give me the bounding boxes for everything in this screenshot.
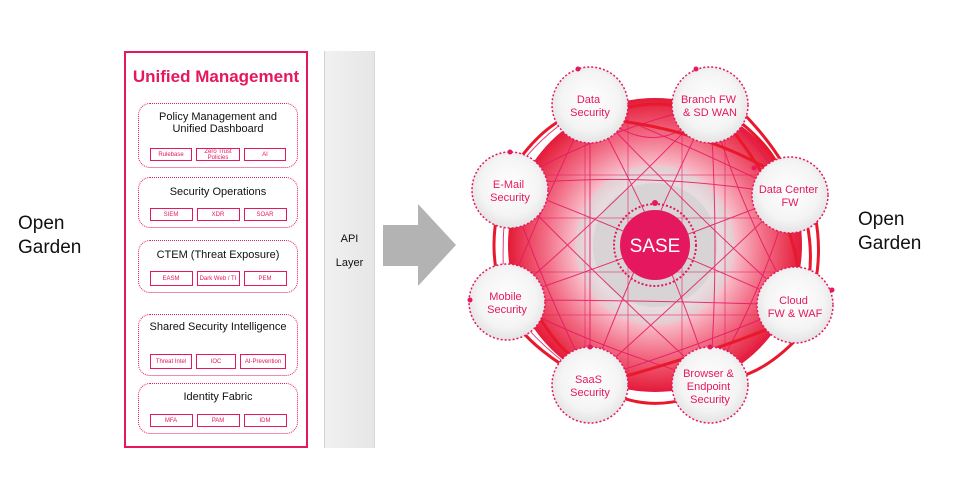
tag-row: Rulebase Zero Trust Policies AI (139, 148, 297, 161)
tag-row: SIEM XDR SOAR (139, 208, 297, 221)
section-title: Security Operations (169, 186, 267, 198)
tag-zero-trust-policies: Zero Trust Policies (196, 148, 240, 161)
security-operations-section: Security Operations SIEM XDR SOAR (138, 177, 298, 228)
node-accent-dots (467, 66, 835, 350)
identity-fabric-section: Identity Fabric MFA PAM IDM (138, 383, 298, 434)
sase-center (620, 210, 690, 280)
tag-row: MFA PAM IDM (139, 414, 297, 427)
open-garden-left-line2: Garden (18, 237, 82, 258)
node-label-line: FW (781, 197, 799, 209)
sase-center-dot (652, 200, 658, 206)
node-email-security: E-Mail Security (471, 151, 549, 229)
tag-rulebase: Rulebase (150, 148, 192, 161)
svg-text:SaaS Security: SaaS Security (570, 374, 610, 399)
node-label-line: Security (570, 387, 610, 399)
node-label-line: Browser & (683, 368, 734, 380)
tag-dark-web-ti: Dark Web / TI (196, 271, 240, 286)
svg-text:Mobile Security: Mobile Security (487, 291, 527, 316)
open-garden-left-line1: Open (18, 213, 65, 234)
tag-pem: PEM (243, 271, 287, 286)
tag-ai: AI (244, 148, 286, 161)
open-garden-left-label: Open Garden (18, 212, 81, 260)
node-data-security: Data Security (551, 66, 629, 144)
tag-easm: EASM (149, 271, 193, 286)
tag-xdr: XDR (196, 208, 240, 221)
api-layer-bar: API Layer (324, 51, 375, 448)
shared-security-intelligence-section: Shared Security Intelligence Threat Inte… (138, 314, 298, 376)
svg-text:Browser & Endpoint: Browser & Endpoint Security (683, 368, 737, 406)
tag-row: EASM Dark Web / TI PEM (139, 271, 297, 286)
node-mobile-security: Mobile Security (468, 263, 546, 341)
open-garden-right-line2: Garden (858, 233, 922, 254)
node-label-line: Data Center (759, 184, 819, 196)
node-label-line: Security (690, 394, 730, 406)
sase-center-label: SASE (630, 236, 681, 257)
tag-siem: SIEM (149, 208, 193, 221)
tag-pam: PAM (196, 414, 240, 427)
section-title: Policy Management and Unified Dashboard (158, 111, 277, 135)
node-label-line: Branch FW (681, 94, 737, 106)
api-layer-line1: API (340, 233, 359, 245)
policy-management-section: Policy Management and Unified Dashboard … (138, 103, 298, 168)
svg-text:Cloud FW & WAF: Cloud FW & WAF (768, 295, 823, 320)
arrow-right-icon (383, 204, 456, 286)
node-data-center-fw: Data Center FW (751, 156, 829, 234)
node-label-line: Endpoint (687, 381, 730, 393)
section-title: CTEM (Threat Exposure) (156, 249, 280, 261)
node-label-line: Cloud (779, 295, 808, 307)
svg-text:E-Mail Security: E-Mail Security (490, 179, 530, 204)
node-label-line: Security (570, 107, 610, 119)
tag-soar: SOAR (243, 208, 287, 221)
node-label-line: Mobile (489, 291, 521, 303)
node-label-line: SaaS (575, 374, 602, 386)
open-garden-right-label: Open Garden (858, 208, 921, 256)
tag-mfa: MFA (149, 414, 193, 427)
node-cloud-fw-waf: Cloud FW & WAF (756, 266, 834, 344)
svg-text:Data Security: Data Security (570, 94, 610, 119)
section-title: Identity Fabric (183, 391, 253, 403)
node-label-line: Security (490, 192, 530, 204)
ctem-section: CTEM (Threat Exposure) EASM Dark Web / T… (138, 240, 298, 293)
unified-management-title: Unified Management (132, 67, 300, 86)
tag-ai-prevention: AI-Prevention (240, 354, 286, 369)
node-label-line: Security (487, 304, 527, 316)
tag-threat-intel: Threat Intel (150, 354, 192, 369)
unified-management-panel: Unified Management Policy Management and… (124, 51, 308, 448)
node-label-line: & SD WAN (683, 107, 737, 119)
open-garden-right-line1: Open (858, 209, 905, 230)
svg-text:Branch FW & SD WAN: Branch FW & SD WAN (681, 94, 739, 119)
node-saas-security: SaaS Security (551, 346, 629, 424)
node-label-line: FW & WAF (768, 308, 823, 320)
tag-idm: IDM (243, 414, 287, 427)
node-label-line: Data (577, 94, 601, 106)
api-layer-line2: Layer (335, 257, 364, 269)
section-title: Shared Security Intelligence (149, 321, 287, 333)
tag-ioc: IOC (196, 354, 236, 369)
node-browser-endpoint: Browser & Endpoint Security (671, 346, 749, 424)
node-branch-fw: Branch FW & SD WAN (671, 66, 749, 144)
node-label-line: E-Mail (493, 179, 524, 191)
tag-row: Threat Intel IOC AI-Prevention (139, 354, 297, 369)
svg-text:Data Center FW: Data Center FW (759, 184, 821, 209)
